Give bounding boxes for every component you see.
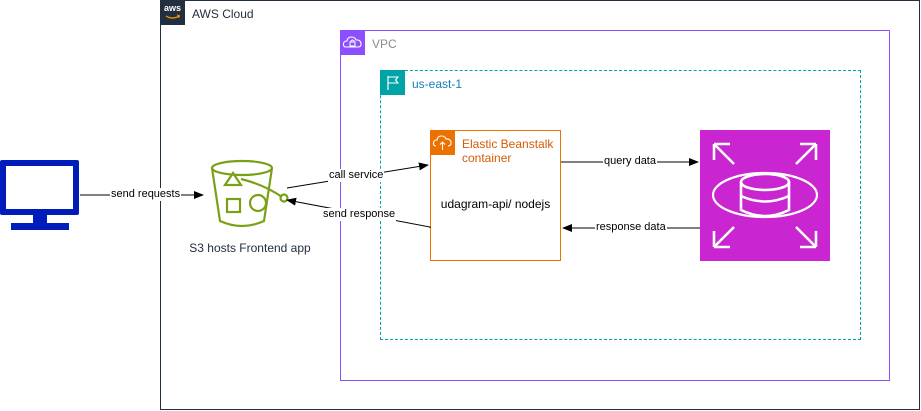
aws-logo-text: aws — [163, 3, 181, 13]
s3-label: S3 hosts Frontend app — [189, 241, 311, 255]
beanstalk-title: Elastic Beanstalk container — [462, 137, 553, 165]
edge-label-send-response: send response — [322, 208, 397, 221]
aws-logo-icon: aws — [160, 0, 185, 25]
beanstalk-body: udagram-api/ nodejs — [440, 197, 551, 211]
vpc-group — [340, 30, 890, 381]
region-group — [380, 70, 861, 340]
aws-cloud-group — [160, 0, 920, 410]
aws-smile-icon — [165, 14, 181, 19]
edge-label-send-requests: send requests — [110, 188, 182, 201]
edge-label-call-service: call service — [328, 169, 385, 182]
aws-cloud-label: AWS Cloud — [192, 7, 254, 21]
beanstalk-title-line2: container — [462, 151, 512, 165]
region-label: us-east-1 — [412, 77, 463, 91]
flag-icon — [380, 70, 405, 95]
elastic-beanstalk-icon — [430, 130, 455, 155]
vpc-label: VPC — [372, 37, 397, 51]
desktop-monitor-icon — [0, 160, 80, 232]
s3-bucket-icon — [205, 155, 295, 233]
edge-label-query-data: query data — [603, 155, 657, 168]
rds-database-icon — [700, 130, 830, 261]
edge-label-response-data: response data — [595, 221, 667, 234]
beanstalk-title-line1: Elastic Beanstalk — [462, 137, 554, 151]
vpc-cloud-lock-icon — [340, 30, 365, 55]
